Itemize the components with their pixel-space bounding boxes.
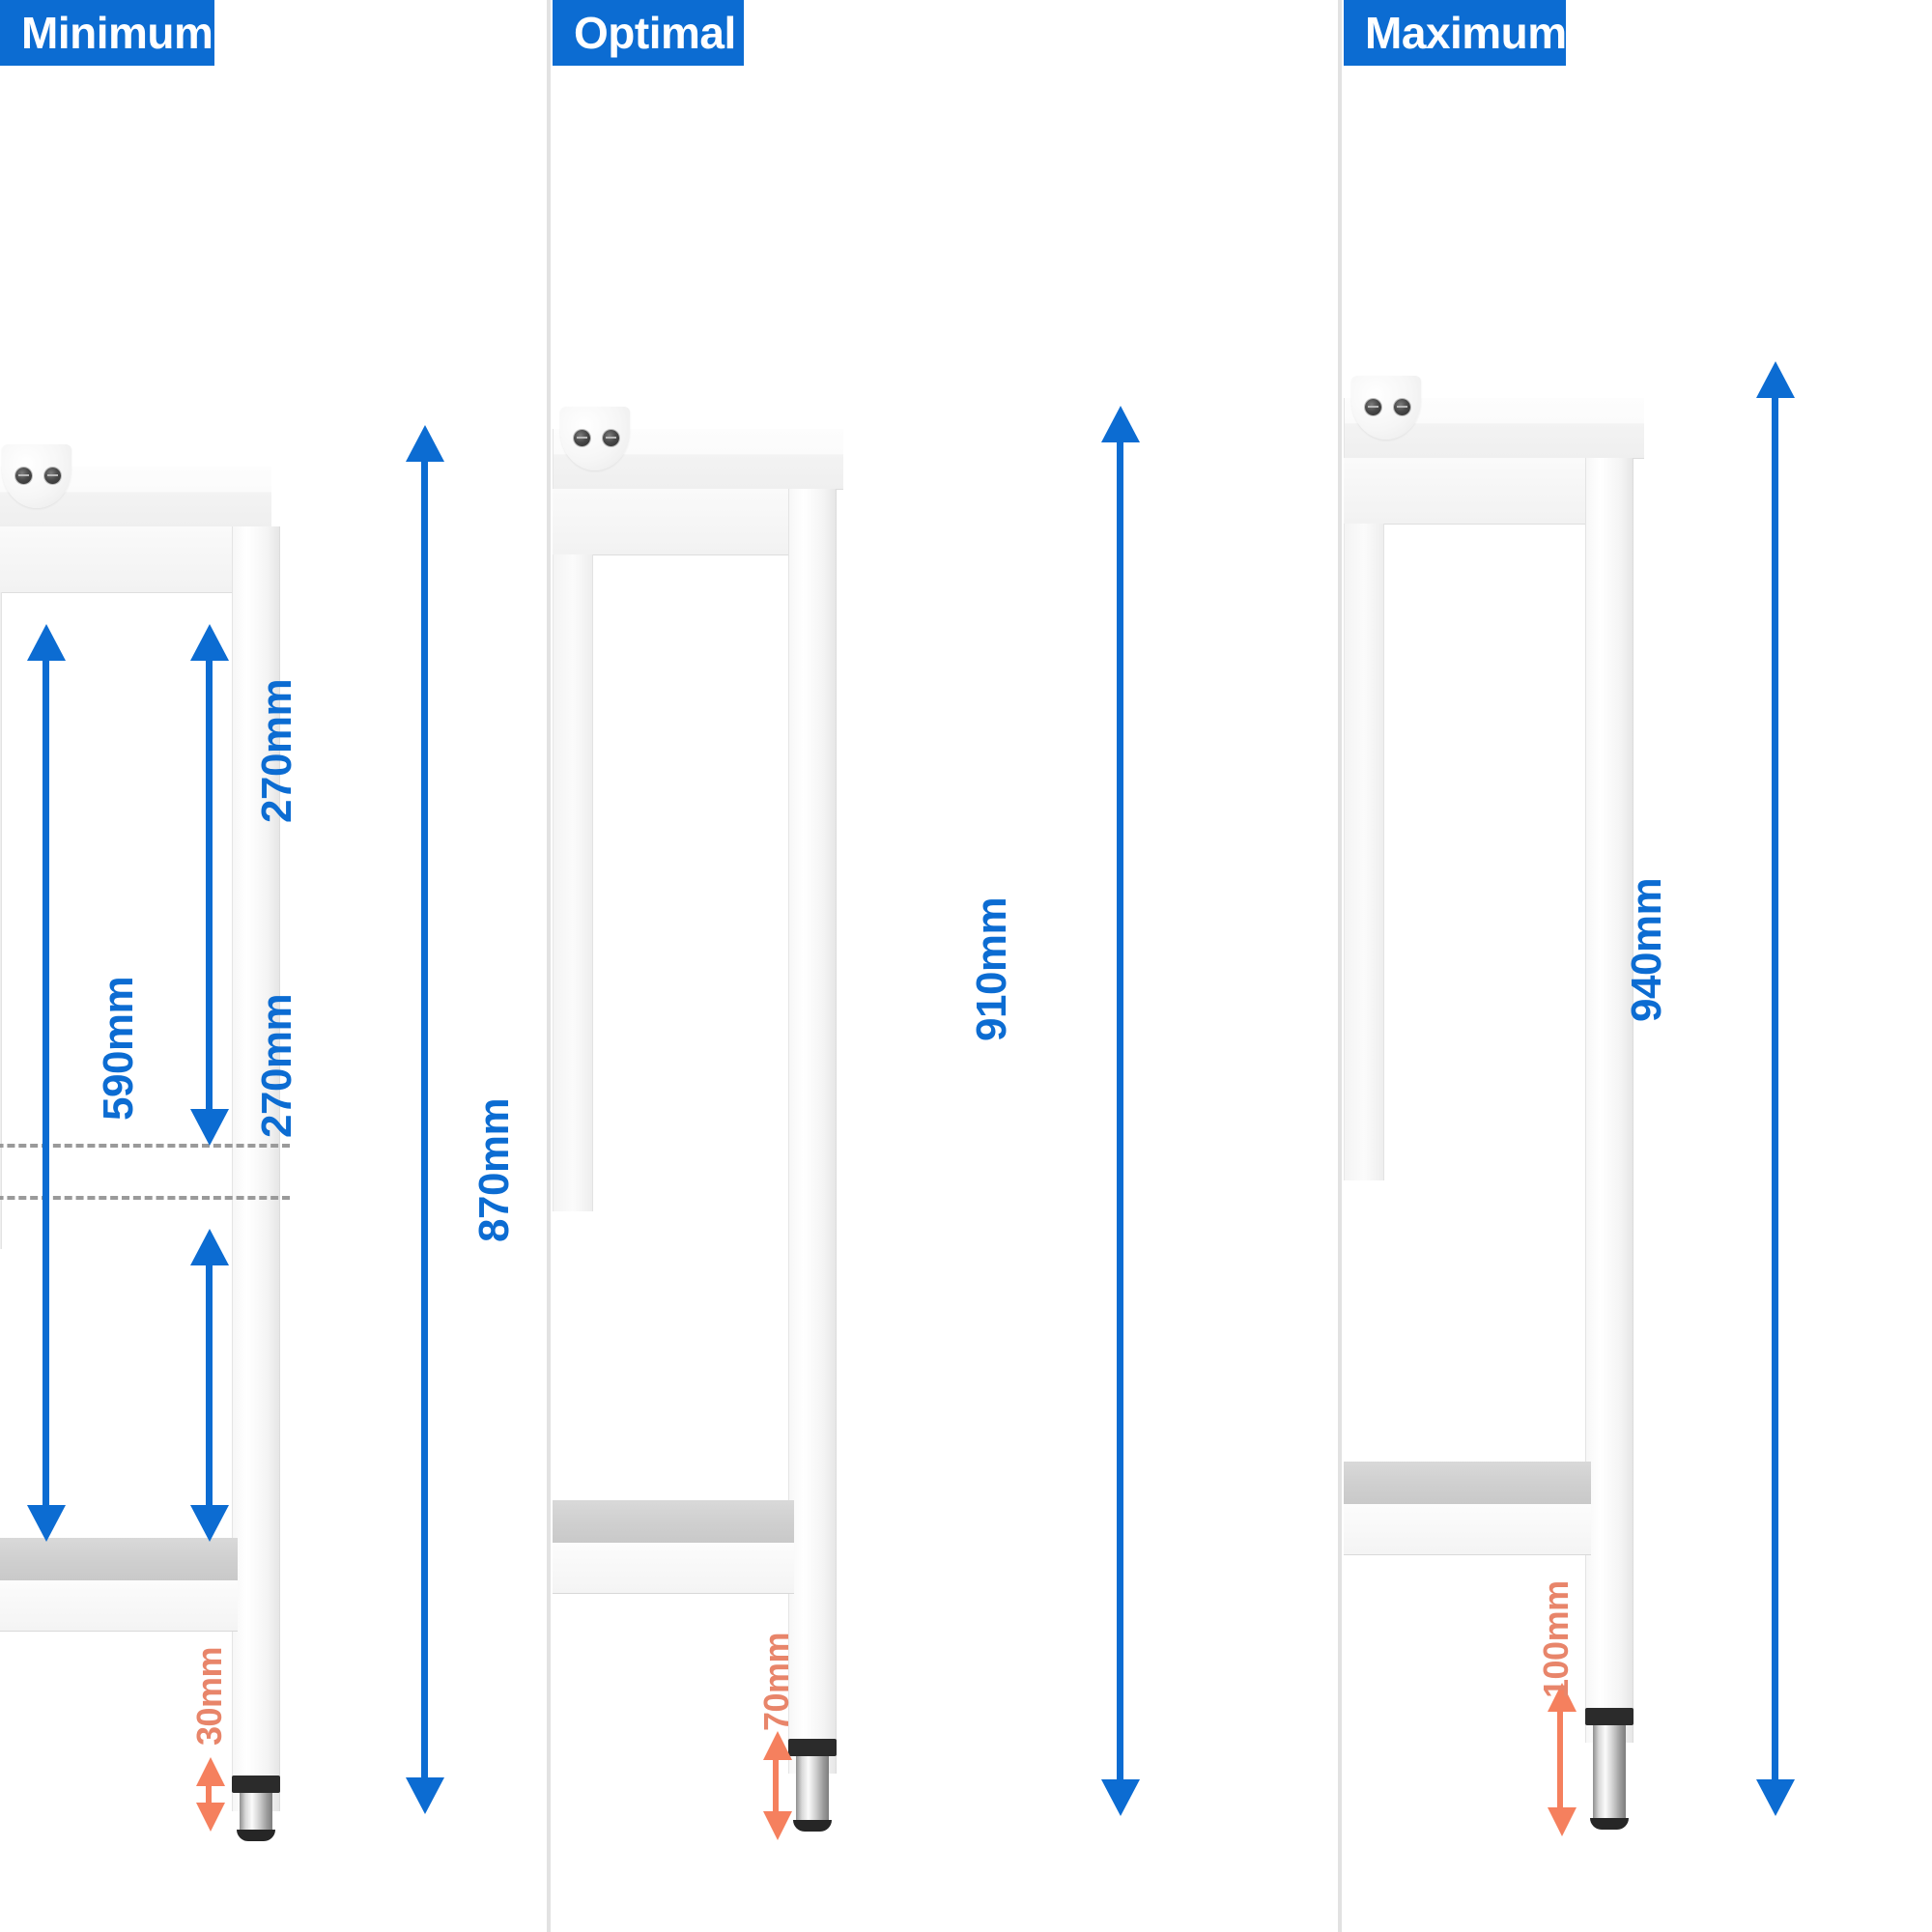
dimension-label-270mm-upper: 270mm xyxy=(253,678,300,823)
shelf-top-surface-min xyxy=(0,1538,238,1580)
adjustable-foot-icon xyxy=(796,1756,829,1824)
dimension-label-100mm: 100mm xyxy=(1536,1580,1576,1698)
panel-header-optimal: Optimal xyxy=(553,0,744,66)
adjustable-foot-icon xyxy=(240,1793,272,1833)
foot-collar-min xyxy=(232,1776,280,1793)
arrow-up-icon xyxy=(1101,406,1140,442)
center-line-lower-min xyxy=(0,1196,290,1200)
adjustable-foot-icon xyxy=(1593,1725,1626,1822)
arrow-down-icon xyxy=(190,1505,229,1542)
shelf-top-surface-opt xyxy=(553,1500,794,1543)
arrow-up-icon xyxy=(1548,1683,1577,1712)
shelf-top-surface-max xyxy=(1344,1462,1591,1504)
dimension-label-270mm-lower: 270mm xyxy=(253,993,300,1138)
arrow-up-icon xyxy=(1756,361,1795,398)
screw-icon xyxy=(15,468,32,484)
leg-front-min xyxy=(232,526,280,1811)
dimension-label-30mm: 30mm xyxy=(189,1646,229,1746)
arrow-down-icon xyxy=(1101,1779,1140,1816)
apron-opt xyxy=(553,489,808,555)
screw-icon xyxy=(574,430,590,446)
foot-pad-opt xyxy=(793,1820,832,1832)
dimension-label-910mm: 910mm xyxy=(968,896,1015,1041)
dimension-label-590mm: 590mm xyxy=(95,976,142,1121)
shelf-front-face-max xyxy=(1344,1504,1591,1555)
mounting-bracket-opt xyxy=(560,407,630,470)
panel-divider-2 xyxy=(1338,0,1342,1932)
leg-back-opt xyxy=(553,554,593,1211)
foot-collar-opt xyxy=(788,1739,837,1756)
leg-front-opt xyxy=(788,489,837,1774)
screw-icon xyxy=(603,430,619,446)
screw-icon xyxy=(1394,399,1410,415)
arrow-down-icon xyxy=(27,1505,66,1542)
leg-front-max xyxy=(1585,458,1634,1743)
arrow-up-icon xyxy=(190,624,229,661)
dimension-label-870mm: 870mm xyxy=(470,1097,518,1242)
center-line-upper-min xyxy=(0,1144,290,1148)
panel-header-maximum: Maximum xyxy=(1344,0,1567,66)
dimension-label-940mm: 940mm xyxy=(1623,877,1670,1022)
screw-icon xyxy=(44,468,61,484)
mounting-bracket-min xyxy=(2,444,71,508)
arrow-down-icon xyxy=(1756,1779,1795,1816)
arrow-up-icon xyxy=(27,624,66,661)
dimension-line xyxy=(421,458,428,1779)
arrow-down-icon xyxy=(406,1777,444,1814)
dimension-line xyxy=(773,1757,779,1813)
arrow-up-icon xyxy=(196,1757,225,1786)
apron-min xyxy=(0,526,236,593)
arrow-up-icon xyxy=(406,425,444,462)
leg-back-max xyxy=(1344,524,1384,1180)
arrow-down-icon xyxy=(1548,1807,1577,1836)
foot-collar-max xyxy=(1585,1708,1634,1725)
dimension-line xyxy=(206,1783,212,1804)
leg-back-min xyxy=(0,592,2,1249)
arrow-up-icon xyxy=(763,1731,792,1760)
dimension-label-70mm: 70mm xyxy=(756,1632,796,1731)
dimension-line xyxy=(1557,1709,1563,1809)
mounting-bracket-max xyxy=(1351,376,1421,440)
arrow-down-icon xyxy=(196,1803,225,1832)
panel-divider-1 xyxy=(547,0,551,1932)
shelf-front-face-opt xyxy=(553,1543,794,1594)
shelf-front-face-min xyxy=(0,1580,238,1632)
dimension-line xyxy=(1117,439,1123,1781)
dimension-line xyxy=(43,657,49,1507)
dimension-line xyxy=(1772,394,1778,1781)
foot-pad-min xyxy=(237,1830,275,1841)
arrow-down-icon xyxy=(190,1109,229,1146)
arrow-up-icon xyxy=(190,1229,229,1265)
screw-icon xyxy=(1365,399,1381,415)
arrow-down-icon xyxy=(763,1811,792,1840)
dimension-line xyxy=(206,1262,213,1507)
foot-pad-max xyxy=(1590,1818,1629,1830)
panel-header-minimum: Minimum xyxy=(0,0,214,66)
dimension-line xyxy=(206,657,213,1111)
apron-max xyxy=(1344,458,1608,525)
